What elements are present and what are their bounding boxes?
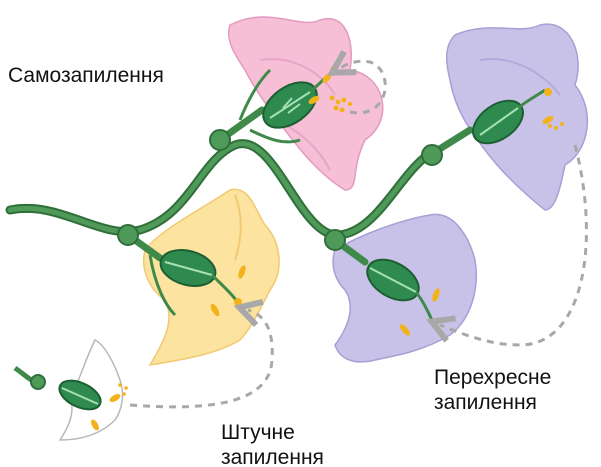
self-pollination-label: Самозапилення <box>8 63 164 88</box>
lilac-flower-top <box>422 24 587 210</box>
cross-pollination-text-line2: запилення <box>434 390 551 415</box>
cross-pollination-text-line1: Перехресне <box>434 365 551 390</box>
artificial-pollination-text-line2: запилення <box>221 445 324 467</box>
cross-pollination-label: Перехресне запилення <box>434 365 551 415</box>
yellow-flower <box>118 189 279 365</box>
artificial-pollination-label: Штучне запилення <box>221 420 324 467</box>
self-pollination-text: Самозапилення <box>8 63 164 88</box>
pink-flower <box>210 17 383 190</box>
artificial-pollination-text-line1: Штучне <box>221 420 324 445</box>
white-flower <box>15 340 128 440</box>
